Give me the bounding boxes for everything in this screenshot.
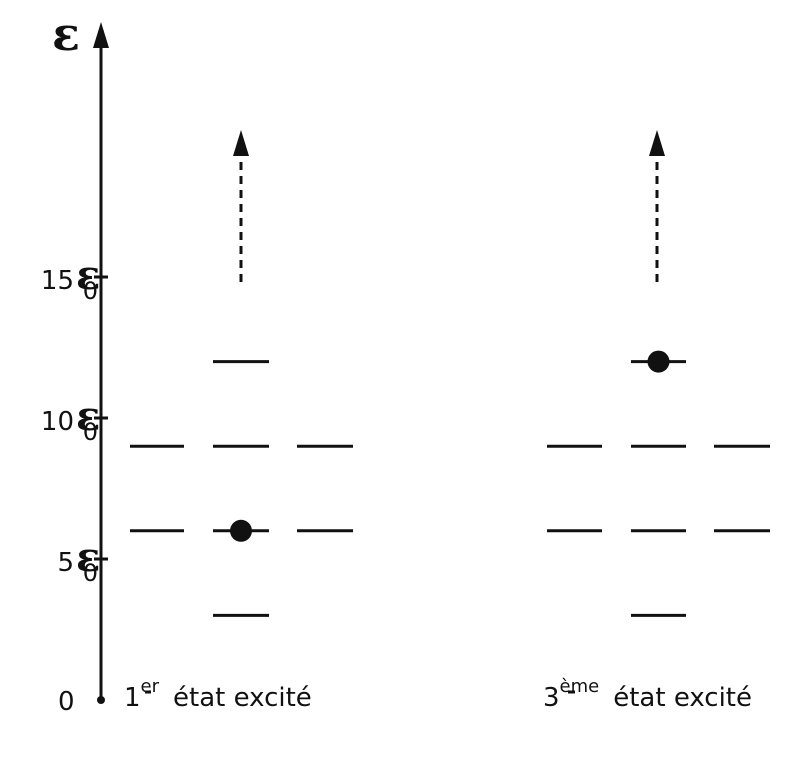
caption-first-num: 1 — [124, 683, 141, 713]
tick-label-15: 15 — [41, 266, 74, 296]
caption-third-rest: état excité — [613, 683, 752, 713]
escape-arrow-first — [233, 130, 249, 282]
tick-label-5: 5 — [57, 548, 74, 578]
caption-third: 3ème état excité — [543, 676, 752, 713]
levels-third — [547, 350, 770, 617]
particle-third — [647, 350, 670, 373]
particle-first — [230, 519, 252, 542]
axis-origin-dot — [97, 696, 105, 704]
caption-first: 1er état excité — [124, 676, 312, 713]
caption-first-rest: état excité — [173, 683, 312, 713]
arrow-up-icon — [649, 130, 665, 156]
tick-unit-15: ε — [76, 252, 100, 299]
panel-third-excited: 3ème état excité — [543, 130, 770, 713]
caption-first-sup: er — [141, 676, 160, 697]
tick-unit-sub-15: 0 — [83, 277, 98, 305]
tick-unit-5: ε — [76, 534, 100, 581]
caption-third-sup: ème — [560, 676, 600, 697]
levels-first — [130, 360, 353, 617]
axis-arrow-icon — [93, 22, 109, 48]
tick-unit-sub-5: 0 — [83, 559, 98, 587]
origin-label: 0 — [58, 687, 75, 717]
tick-label-10: 10 — [41, 407, 74, 437]
axis-symbol: ε — [52, 7, 80, 61]
tick-unit-sub-10: 0 — [83, 418, 98, 446]
panel-first-excited: 1er état excité — [124, 130, 353, 713]
arrow-up-icon — [233, 130, 249, 156]
caption-third-num: 3 — [543, 683, 560, 713]
escape-arrow-third — [649, 130, 665, 282]
tick-unit-10: ε — [76, 393, 100, 440]
